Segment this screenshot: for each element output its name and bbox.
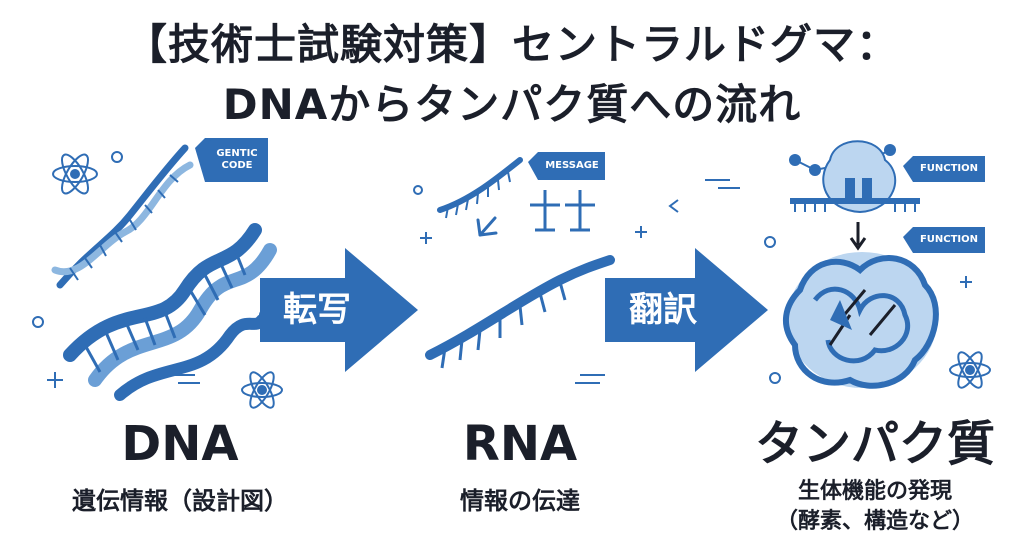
large-rna-strand-icon — [425, 255, 615, 369]
page-title-line2: DNAからタンパク質への流れ — [222, 80, 802, 129]
transcription-arrow — [260, 248, 418, 372]
decor-circle — [764, 236, 776, 248]
page-title-line1: 【技術士試験対策】セントラルドグマ： — [124, 20, 899, 69]
large-dna-helix-icon — [63, 223, 277, 401]
dna-tag: GENTIC CODE — [208, 140, 266, 180]
decor-dashes — [575, 179, 740, 384]
dna-label: DNA — [121, 416, 239, 472]
decor-chevron — [668, 199, 679, 213]
atom-icon — [241, 371, 283, 409]
atom-icon — [949, 351, 991, 389]
ribosome-icon — [789, 140, 920, 214]
rna-tag: MESSAGE — [540, 154, 604, 178]
translation-arrow — [605, 248, 768, 372]
protein-description-line2: （酵素、構造など） — [775, 509, 974, 534]
decor-circle — [32, 316, 44, 328]
decor-plus — [960, 276, 972, 288]
protein-tag-2: FUNCTION — [915, 229, 983, 251]
decor-circle — [769, 372, 781, 384]
down-arrow-icon — [849, 222, 867, 251]
decor-dashes — [170, 374, 200, 384]
protein-description-line1: 生体機能の発現 — [797, 479, 952, 504]
decor-plus — [635, 226, 647, 238]
protein-tag-1: FUNCTION — [915, 158, 983, 180]
protein-label: タンパク質 — [754, 416, 995, 472]
transcription-label: 転写 — [283, 290, 351, 330]
translation-label: 翻訳 — [629, 290, 697, 330]
folded-protein-icon — [782, 252, 939, 389]
decor-circle — [111, 151, 123, 163]
trna-icon — [530, 190, 595, 232]
dna-description: 遺伝情報（設計図） — [72, 487, 288, 515]
small-dna-helix-icon — [51, 144, 194, 289]
decor-plus — [47, 372, 63, 388]
rna-label: RNA — [462, 416, 578, 472]
rna-description: 情報の伝達 — [460, 487, 580, 515]
decor-plus — [420, 232, 432, 244]
small-rna-strand-icon — [437, 157, 523, 219]
atom-icon — [52, 153, 98, 195]
cursor-arrow-icon — [476, 216, 498, 237]
decor-circle — [413, 185, 423, 195]
